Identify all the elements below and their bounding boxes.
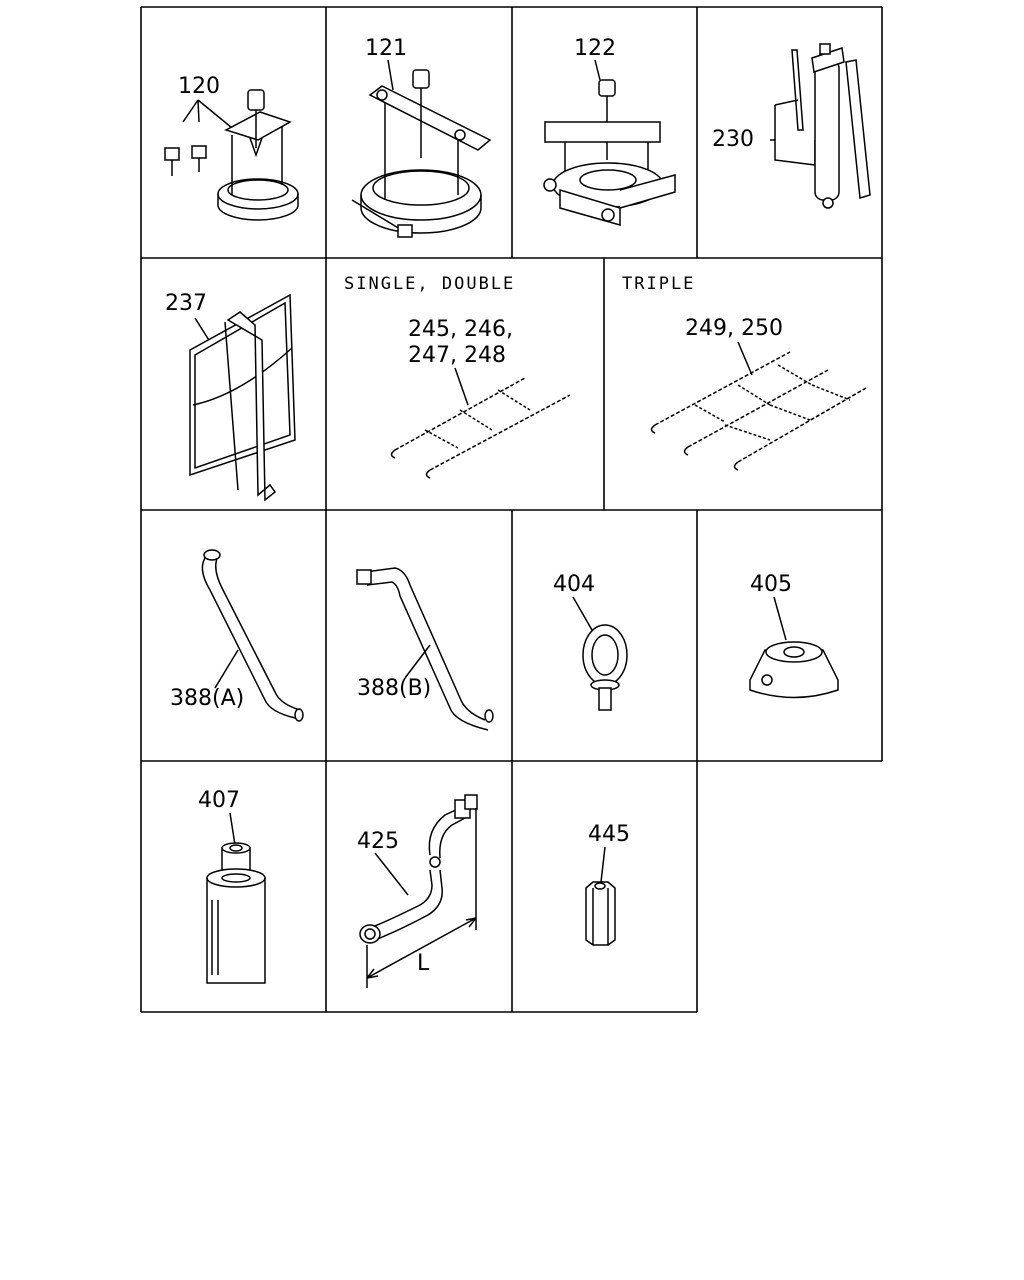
part-label-404: 404 [553, 572, 595, 597]
cell-404: 404 [553, 572, 628, 711]
puller-120-icon [164, 89, 299, 221]
tire-chain-triple-icon [650, 341, 867, 471]
part-label-230: 230 [712, 127, 754, 152]
part-label-121: 121 [365, 36, 407, 61]
cell-230: 230 [712, 43, 871, 209]
hex-coupler-445-icon [585, 846, 616, 946]
part-label-407: 407 [198, 788, 240, 813]
part-label-388a: 388(A) [170, 686, 244, 711]
part-label-247: 247, 248 [408, 343, 506, 368]
section-header-triple: TRIPLE [622, 274, 695, 294]
part-label-122: 122 [574, 36, 616, 61]
sleeve-407-icon [206, 812, 266, 984]
cell-122: 122 [543, 36, 676, 226]
dimension-label-L: L [417, 951, 430, 976]
part-label-120: 120 [178, 74, 220, 99]
cell-245-248: SINGLE, DOUBLE 245, 246, 247, 248 [344, 274, 571, 479]
wrench-388a-icon [201, 549, 304, 722]
part-label-245: 245, 246, [408, 317, 513, 342]
section-header-single-double: SINGLE, DOUBLE [344, 274, 515, 294]
diagram-grid [140, 6, 883, 1013]
cell-237: 237 [165, 291, 296, 502]
cell-388a: 388(A) [170, 549, 304, 722]
cell-445: 445 [585, 822, 630, 946]
cell-388b: 388(B) [356, 567, 494, 731]
collar-nut-405-icon [749, 596, 839, 699]
grease-gun-230-icon [770, 43, 871, 209]
separator-122-icon [543, 59, 676, 226]
part-label-445: 445 [588, 822, 630, 847]
cell-407: 407 [198, 788, 266, 984]
part-label-388b: 388(B) [357, 676, 431, 701]
cell-121: 121 [351, 36, 492, 238]
puller-121-icon [351, 59, 492, 238]
tire-chain-single-double-icon [390, 367, 571, 479]
part-label-249: 249, 250 [685, 316, 783, 341]
cell-425: 425 L [357, 794, 478, 988]
part-label-237: 237 [165, 291, 207, 316]
cell-249-250: TRIPLE 249, 250 [622, 274, 867, 471]
part-label-405: 405 [750, 572, 792, 597]
wrench-388b-icon [356, 567, 494, 731]
cell-405: 405 [749, 572, 839, 699]
tool-bag-237-icon [189, 293, 296, 502]
eye-bolt-404-icon [572, 596, 628, 711]
offset-wrench-425-icon [359, 794, 478, 988]
part-label-425: 425 [357, 829, 399, 854]
cell-120: 120 [164, 74, 299, 221]
